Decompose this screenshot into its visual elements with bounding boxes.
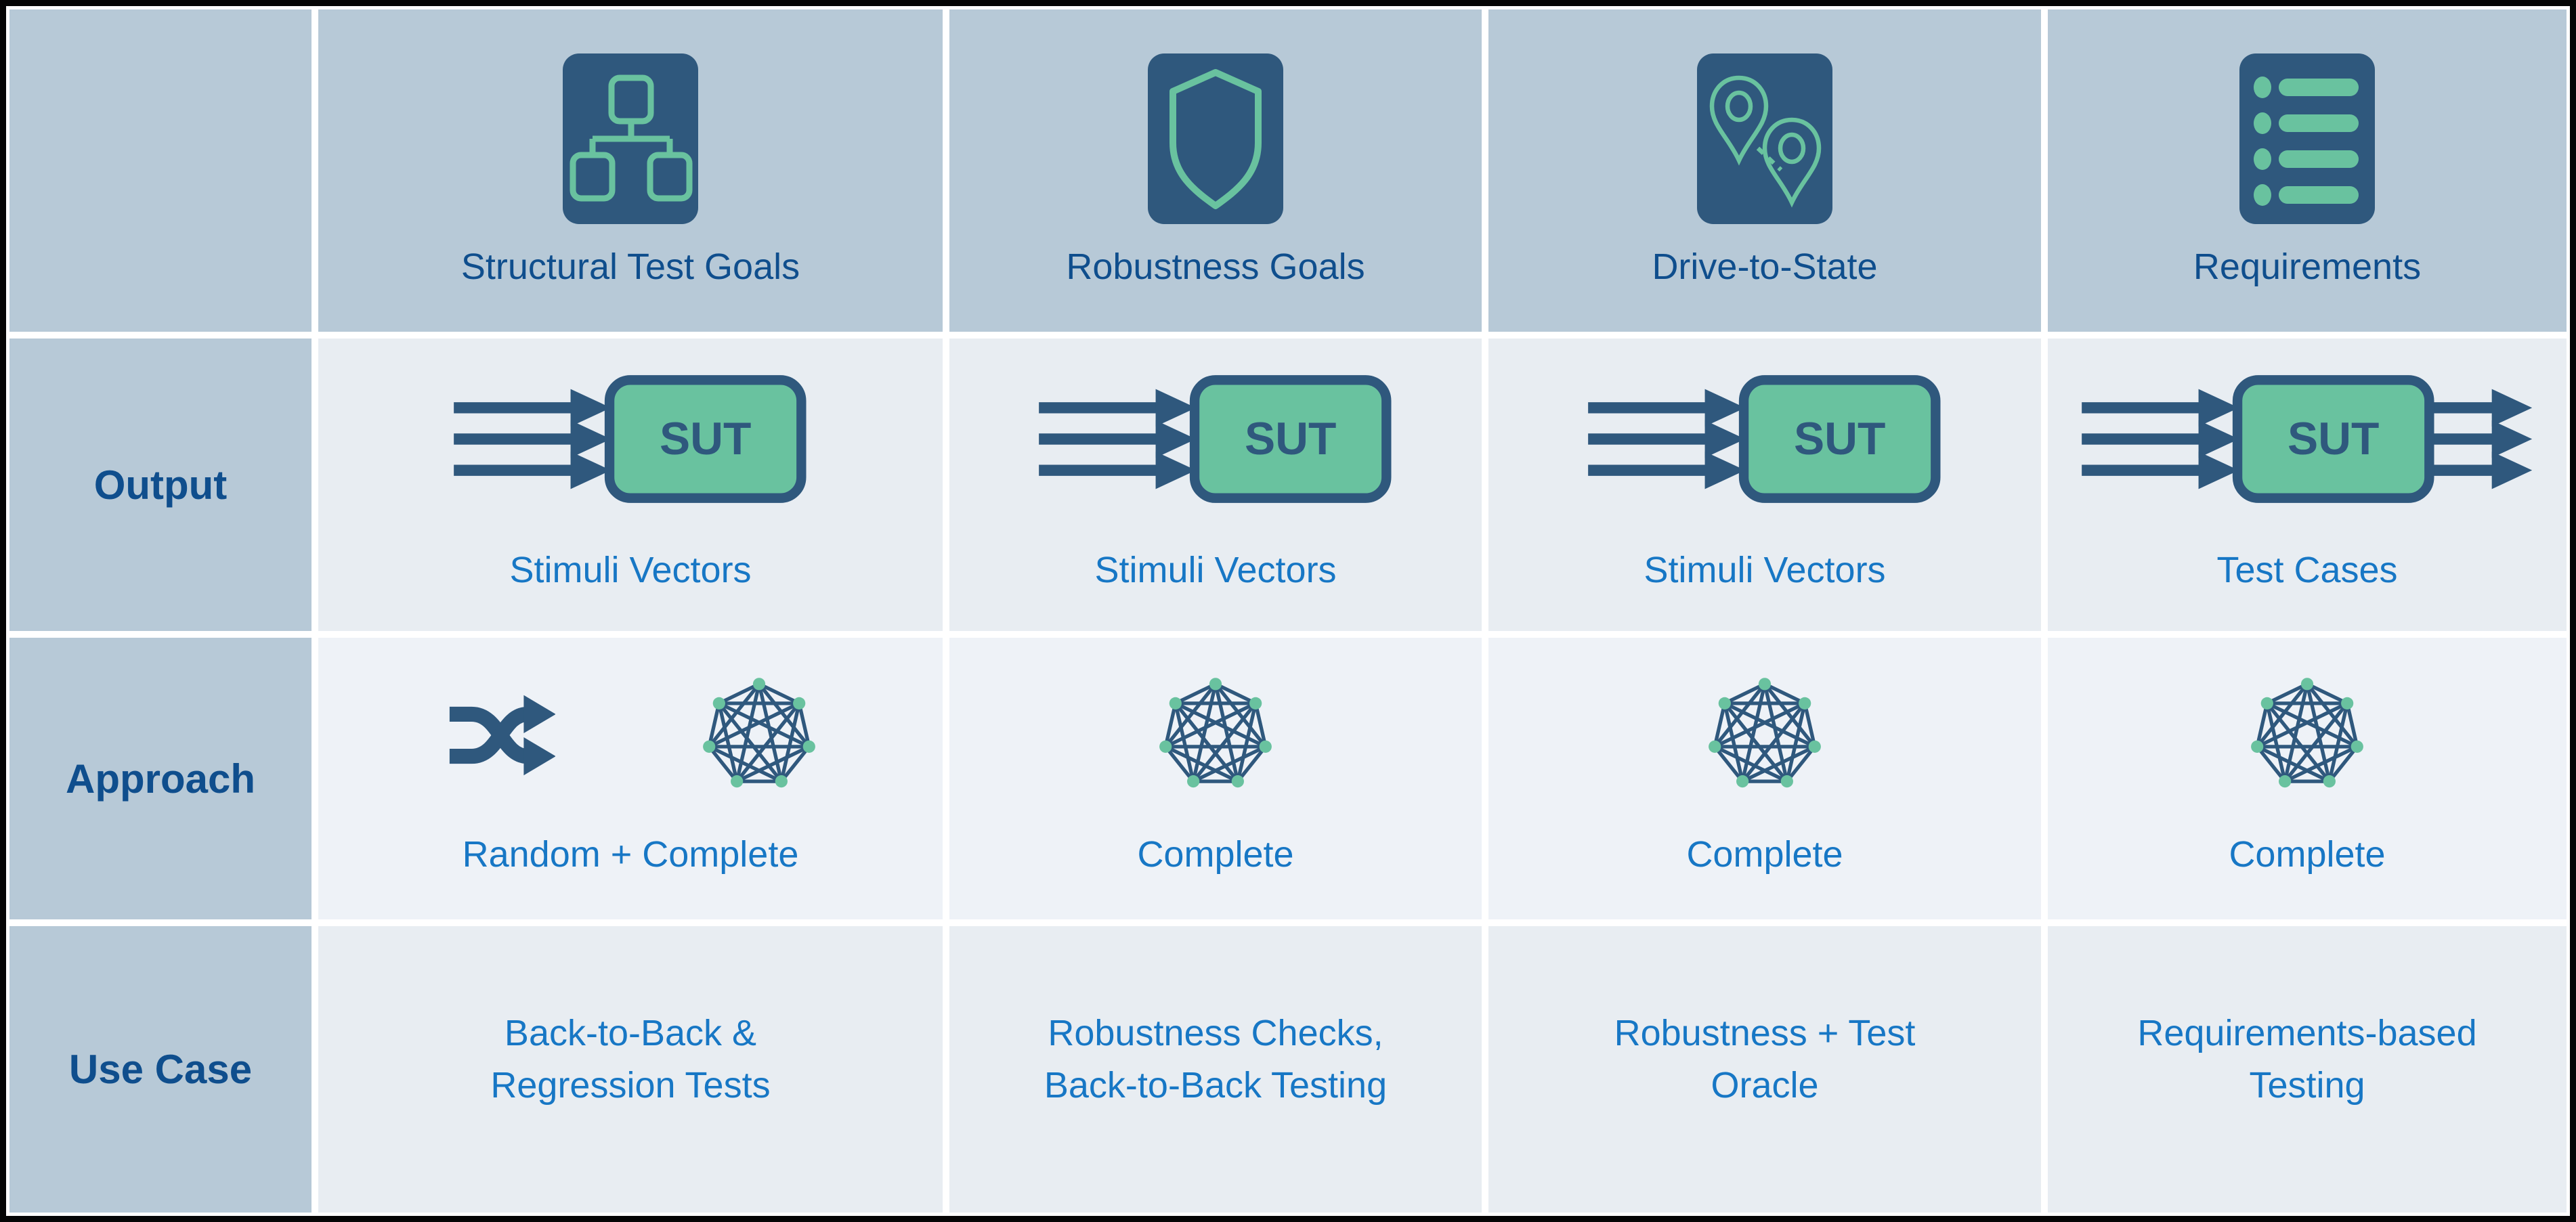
use-case-text: Requirements-based Testing [2137, 1007, 2476, 1111]
use-case-line: Testing [2249, 1064, 2365, 1106]
complete-graph-icon [703, 677, 816, 787]
output-label: Stimuli Vectors [509, 550, 752, 591]
sut-diagram-arrows-in: SUT [1039, 375, 1392, 504]
approach-icons [1706, 677, 1823, 793]
output-cell-requirements: SUT Test Cases [2048, 339, 2567, 631]
use-case-line: Oracle [1711, 1064, 1819, 1106]
shield-icon [1148, 53, 1283, 224]
use-case-line: Regression Tests [490, 1064, 771, 1106]
use-case-cell-requirements: Requirements-based Testing [2048, 926, 2567, 1213]
column-title: Structural Test Goals [460, 246, 800, 287]
column-header-requirements: Requirements [2048, 9, 2567, 332]
use-case-text: Robustness + Test Oracle [1614, 1007, 1916, 1111]
approach-label: Complete [1137, 833, 1294, 875]
approach-cell-structural: Random + Complete [318, 638, 943, 919]
row-label-use-case: Use Case [9, 926, 312, 1213]
output-cell-robustness: SUT Stimuli Vectors [949, 339, 1482, 631]
approach-label: Random + Complete [462, 833, 799, 875]
output-cell-structural: SUT Stimuli Vectors [318, 339, 943, 631]
column-title: Drive-to-State [1652, 246, 1878, 287]
row-label-approach: Approach [9, 638, 312, 919]
output-cell-drive-to-state: SUT Stimuli Vectors [1488, 339, 2041, 631]
use-case-line: Robustness Checks, [1048, 1012, 1383, 1053]
output-label: Stimuli Vectors [1644, 550, 1886, 591]
org-chart-icon [563, 53, 698, 224]
row-label-output: Output [9, 339, 312, 631]
approach-icons [1157, 677, 1274, 793]
row-label-text: Output [93, 462, 228, 508]
complete-graph-icon [1159, 677, 1272, 787]
use-case-text: Robustness Checks, Back-to-Back Testing [1044, 1007, 1387, 1111]
use-case-line: Requirements-based [2137, 1012, 2477, 1053]
column-title: Requirements [2193, 246, 2422, 287]
approach-label: Complete [2229, 833, 2386, 875]
sut-box-label: SUT [1245, 414, 1336, 464]
use-case-line: Robustness + Test [1614, 1012, 1916, 1053]
sut-box-label: SUT [660, 414, 751, 464]
use-case-cell-drive-to-state: Robustness + Test Oracle [1488, 926, 2041, 1213]
shuffle-icon [449, 695, 556, 775]
use-case-line: Back-to-Back & [504, 1012, 757, 1053]
column-header-structural-test-goals: Structural Test Goals [318, 9, 943, 332]
approach-label: Complete [1686, 833, 1843, 875]
column-header-robustness-goals: Robustness Goals [949, 9, 1482, 332]
complete-graph-icon [2251, 677, 2363, 787]
approach-cell-drive-to-state: Complete [1488, 638, 2041, 919]
use-case-cell-structural: Back-to-Back & Regression Tests [318, 926, 943, 1213]
approach-icons [2249, 677, 2365, 793]
approach-cell-requirements: Complete [2048, 638, 2567, 919]
list-icon [2239, 53, 2375, 224]
sut-diagram-arrows-in: SUT [454, 375, 807, 504]
sut-diagram-arrows-in-out: SUT [2082, 375, 2533, 504]
approach-cell-robustness: Complete [949, 638, 1482, 919]
use-case-line: Back-to-Back Testing [1044, 1064, 1388, 1106]
sut-diagram-arrows-in: SUT [1588, 375, 1941, 504]
approach-icons [444, 677, 818, 793]
output-label: Test Cases [2216, 550, 2398, 591]
sut-box-label: SUT [2288, 414, 2379, 464]
column-title: Robustness Goals [1066, 246, 1365, 287]
use-case-text: Back-to-Back & Regression Tests [490, 1007, 770, 1111]
row-label-text: Approach [65, 756, 256, 802]
map-pins-icon [1697, 53, 1832, 224]
sut-box-label: SUT [1794, 414, 1885, 464]
complete-graph-icon [1709, 677, 1821, 787]
column-header-drive-to-state: Drive-to-State [1488, 9, 2041, 332]
row-label-text: Use Case [68, 1047, 253, 1092]
corner-cell [9, 9, 312, 332]
output-label: Stimuli Vectors [1094, 550, 1337, 591]
use-case-cell-robustness: Robustness Checks, Back-to-Back Testing [949, 926, 1482, 1213]
